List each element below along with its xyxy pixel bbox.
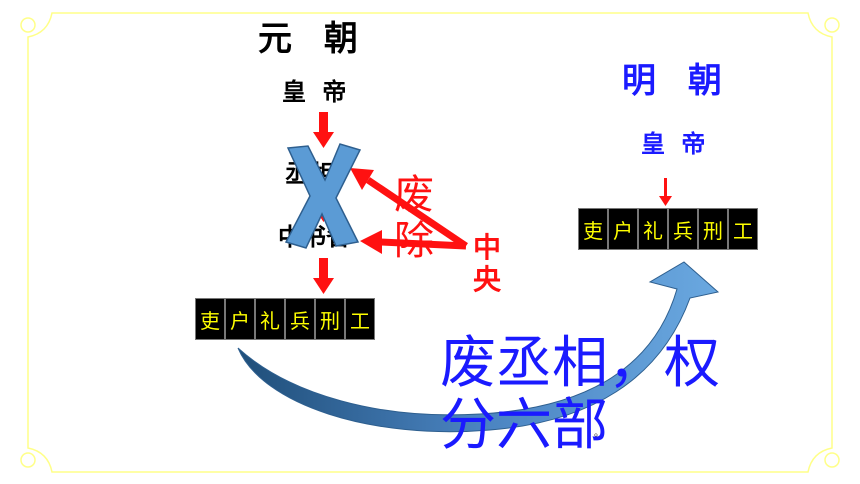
abolish-char-1: 废 — [394, 172, 434, 218]
ministry-cell: 礼 — [255, 298, 285, 340]
central-char-2: 央 — [472, 263, 501, 296]
ministry-cell: 户 — [225, 298, 255, 340]
ministry-cell: 吏 — [578, 208, 608, 250]
ministry-cell: 工 — [345, 298, 375, 340]
summary-line-1: 废丞相，权 — [440, 331, 720, 396]
ministry-cell: 户 — [608, 208, 638, 250]
curved-arrow-icon — [237, 261, 720, 433]
summary-line-2: 分六部 — [440, 393, 608, 458]
ming-dynasty-title: 明 朝 — [622, 61, 732, 101]
decorative-frame — [20, 12, 840, 473]
abolish-arrow-upper — [350, 168, 468, 249]
central-char-1: 中 — [472, 231, 501, 264]
abolish-label: 废 除 — [392, 172, 436, 264]
yuan-dynasty-title: 元 朝 — [258, 19, 368, 59]
ministry-cell: 刑 — [315, 298, 345, 340]
abolish-char-2: 除 — [394, 218, 434, 264]
abolish-arrow-lower — [360, 230, 467, 254]
ministry-cell: 兵 — [285, 298, 315, 340]
yuan-emperor-label: 皇 帝 — [282, 78, 351, 106]
summary-text: 废丞相，权 分六部 — [440, 333, 720, 457]
ministry-cell: 工 — [728, 208, 758, 250]
ming-down-arrow — [659, 178, 672, 206]
ministry-cell: 礼 — [638, 208, 668, 250]
cross-mark-icon — [284, 143, 362, 249]
ministry-cell: 吏 — [195, 298, 225, 340]
ming-six-ministries: 吏 户 礼 兵 刑 工 — [578, 208, 758, 250]
yuan-six-ministries: 吏 户 礼 兵 刑 工 — [195, 298, 375, 340]
ministry-cell: 兵 — [668, 208, 698, 250]
ministry-cell: 刑 — [698, 208, 728, 250]
yuan-down-arrow-3 — [313, 258, 334, 294]
trailing-period: 。 — [594, 428, 604, 439]
central-label: 中 央 — [470, 232, 504, 296]
yuan-down-arrow-1 — [313, 112, 334, 148]
ming-emperor-label: 皇 帝 — [641, 130, 710, 158]
